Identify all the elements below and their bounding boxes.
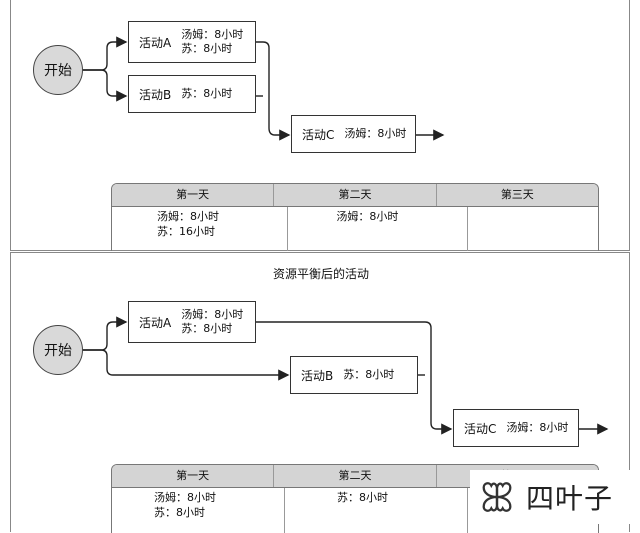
four-leaf-clover-icon — [482, 482, 512, 512]
activity-b-name: 活动B — [139, 87, 172, 102]
day2-cell: 汤姆：8小时 — [287, 207, 466, 251]
panel-before-leveling: 开始 活动A 汤姆：8小时 苏：8小时 活动B 苏：8小时 活动C 汤姆：8小时… — [10, 0, 630, 251]
activity-a-resource-2: 苏：8小时 — [181, 322, 233, 335]
flow-connectors-bottom — [83, 316, 609, 435]
start-label: 开始 — [44, 343, 72, 359]
activity-b-resource-1: 苏：8小时 — [343, 368, 395, 381]
day2-entry-1: 苏：8小时 — [337, 491, 388, 504]
activity-a-box: 活动A 汤姆：8小时 苏：8小时 — [128, 301, 256, 343]
activity-a-resource-1: 汤姆：8小时 — [181, 308, 244, 321]
day2-entry-1: 汤姆：8小时 — [336, 210, 399, 223]
day1-entry-2: 苏：16小时 — [157, 225, 215, 238]
table-header-day3: 第三天 — [435, 184, 598, 206]
day2-cell: 苏：8小时 — [284, 488, 467, 533]
activity-a-box: 活动A 汤姆：8小时 苏：8小时 — [128, 21, 256, 63]
table-header-day1: 第一天 — [176, 469, 210, 482]
panel-after-leveling: 资源平衡后的活动 开始 活动A 汤姆：8小时 苏：8小时 活动B 苏：8小时 活… — [10, 252, 630, 533]
day1-entry-2: 苏：8小时 — [154, 506, 205, 519]
activity-c-name: 活动C — [302, 127, 335, 142]
activity-b-resource-1: 苏：8小时 — [181, 87, 233, 100]
day3-cell — [466, 207, 598, 251]
connector-a-c — [256, 321, 453, 435]
day1-entry-1: 汤姆：8小时 — [157, 210, 219, 223]
day1-entry-1: 汤姆：8小时 — [154, 491, 216, 504]
activity-c-resource-1: 汤姆：8小时 — [506, 421, 569, 434]
activity-a-resource-2: 苏：8小时 — [181, 42, 233, 55]
connector-start-b — [83, 349, 290, 381]
activity-a-resource-1: 汤姆：8小时 — [181, 28, 244, 41]
start-label: 开始 — [44, 63, 72, 79]
connector-a-c — [256, 41, 291, 141]
activity-a-name: 活动A — [139, 35, 172, 50]
activity-c-resource-1: 汤姆：8小时 — [344, 127, 407, 140]
start-node: 开始 — [33, 45, 83, 95]
watermark-logo: 四叶子 — [470, 470, 640, 524]
panel-title: 资源平衡后的活动 — [272, 267, 369, 281]
activity-b-box: 活动B 苏：8小时 — [290, 356, 418, 394]
activity-b-box: 活动B 苏：8小时 — [128, 75, 256, 113]
activity-a-name: 活动A — [139, 315, 172, 330]
activity-c-box: 活动C 汤姆：8小时 — [453, 409, 579, 447]
table-header-day1: 第一天 — [176, 188, 210, 201]
activity-c-box: 活动C 汤姆：8小时 — [291, 115, 416, 153]
flow-connectors-top — [83, 36, 445, 141]
table-header-day2: 第二天 — [273, 184, 435, 206]
day-schedule-table-top: 第一天 第二天 第三天 汤姆：8小时 苏：16小时 汤姆：8小时 — [111, 183, 599, 251]
table-header-day2: 第二天 — [273, 465, 435, 487]
day1-cell: 汤姆：8小时 苏：8小时 — [112, 488, 284, 533]
connector-start-b — [83, 69, 128, 102]
connector-start-a — [83, 316, 128, 351]
start-node: 开始 — [33, 325, 83, 375]
logo-text: 四叶子 — [526, 482, 614, 515]
connector-start-a — [83, 36, 128, 71]
activity-b-name: 活动B — [301, 368, 334, 383]
activity-c-name: 活动C — [464, 421, 497, 436]
day3-cell — [467, 488, 598, 533]
day1-cell: 汤姆：8小时 苏：16小时 — [112, 207, 287, 251]
